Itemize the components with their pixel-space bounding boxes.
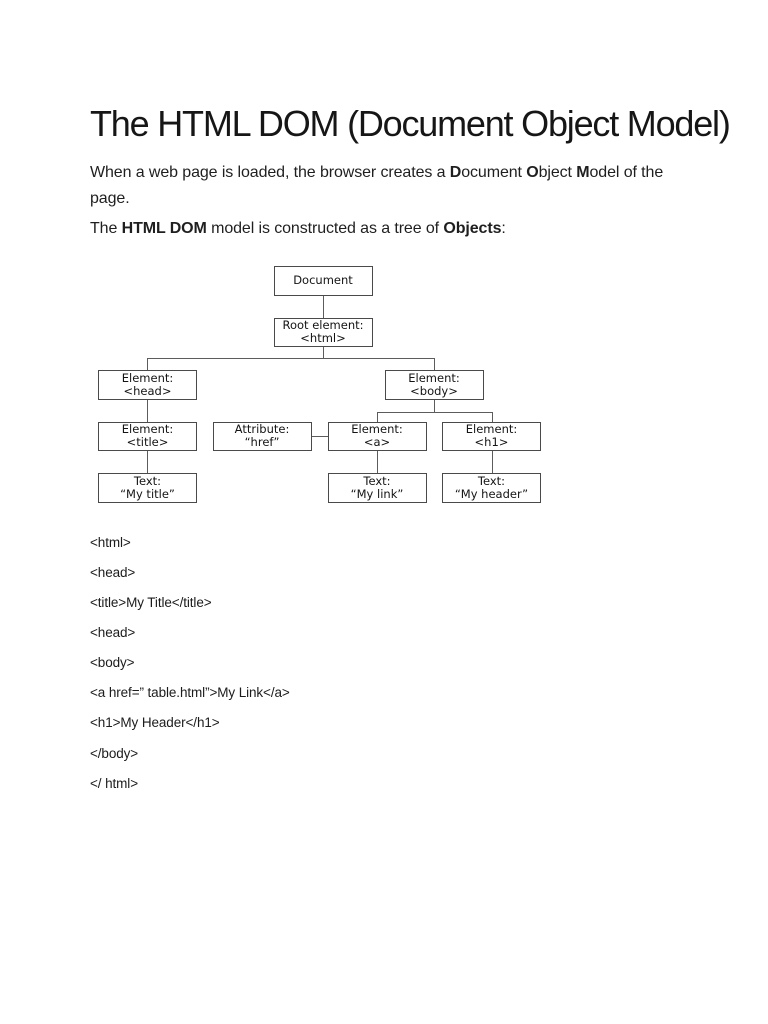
node-label: Attribute: [234,421,290,436]
node-label: Element: [408,370,460,385]
connector-line [147,358,434,359]
diagram-node-element-title: Element:<title> [98,421,197,451]
diagram-node-element-head: Element:<head> [98,370,197,400]
node-label: “href” [244,435,280,449]
node-label: “My link” [350,487,404,501]
diagram-node-text-my-title: Text:“My title” [98,473,197,503]
connector-line [147,358,148,370]
connector-line [433,400,435,412]
code-line: <title>My Title</title> [90,594,212,610]
connector-line [323,296,324,318]
node-label: Text: [133,473,162,488]
node-label: Text: [363,473,391,488]
code-listing: <html> <head> <title>My Title</title> <h… [90,527,590,798]
node-label: Root element: [282,317,364,332]
code-line: <head> [90,564,136,580]
connector-line [311,435,328,437]
intro-paragraph: When a web page is loaded, the browser c… [90,164,664,207]
node-label: <html> [300,331,346,345]
code-line: <html> [90,534,131,550]
diagram-node-element-body: Element:<body> [384,370,484,400]
code-line: </ html> [90,775,138,791]
connector-line [491,450,493,473]
node-label: <head> [123,384,172,398]
code-line: <body> [90,655,135,671]
connector-line [433,358,435,370]
code-line: <h1>My Header</h1> [90,715,220,731]
connector-line [377,411,492,413]
node-label: Text: [477,473,506,488]
node-label: <body> [410,384,458,398]
connector-line [377,411,378,422]
diagram-node-element-a: Element:<a> [327,421,427,451]
page-title: The HTML DOM (Document Object Model) [90,103,731,144]
diagram-node-text-my-link: Text:“My link” [327,473,427,503]
node-label: <h1> [474,435,509,449]
code-line: <head> [90,624,136,640]
node-label: “My header” [454,487,529,501]
node-label: <title> [126,435,169,449]
node-label: Element: [121,421,174,436]
diagram-node-element-h1: Element:<h1> [442,421,541,451]
diagram-node-root-element: Root element:<html> [273,317,373,347]
diagram-node-document: Document [273,266,373,296]
connector-line [147,400,148,422]
connector-line [491,411,493,422]
node-label: Element: [121,370,174,385]
node-label: “My title” [120,487,175,501]
dom-tree-diagram: Document Root element:<html> Element:<he… [90,260,552,510]
node-label: Element: [351,421,403,436]
diagram-node-attribute-href: Attribute:“href” [212,421,312,451]
connector-line [147,450,148,473]
code-line: </body> [90,745,139,761]
node-label: <a> [363,435,391,449]
diagram-node-text-my-header: Text:“My header” [442,473,541,503]
code-line: <a href=” table.html”>My Link</a> [90,685,290,701]
tree-intro-paragraph: The HTML DOM model is constructed as a t… [90,220,506,237]
connector-line [323,346,324,358]
connector-line [377,450,378,473]
node-label: Element: [465,421,518,436]
node-label: Document [293,273,353,288]
